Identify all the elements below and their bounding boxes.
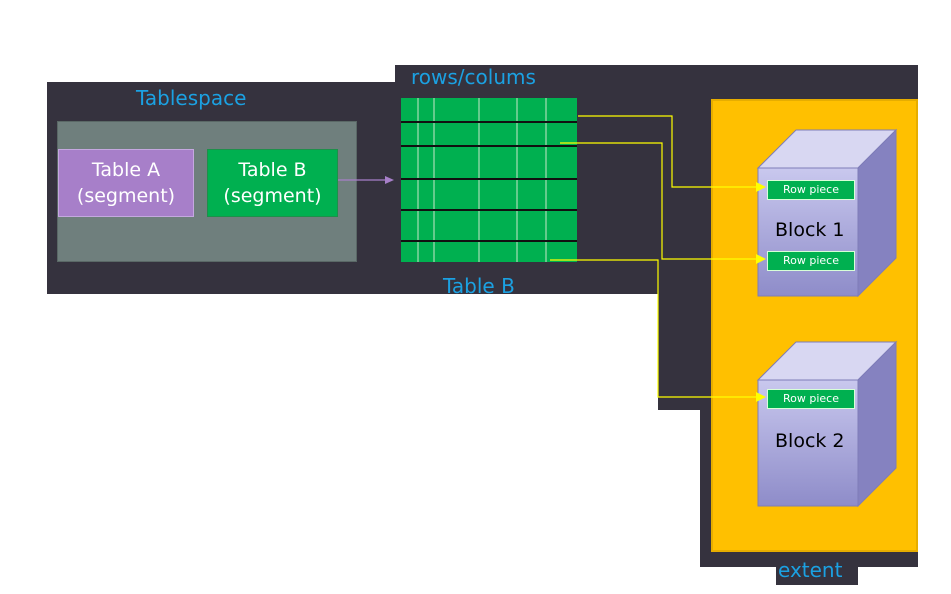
- segment-to-grid-arrowhead: [385, 176, 394, 184]
- table-b-segment: Table B (segment): [207, 149, 338, 217]
- connector-arrowhead-3: [756, 392, 766, 402]
- table-b-title: Table B: [238, 159, 307, 181]
- connector-row-3: [550, 259, 758, 398]
- block-2-cube: [756, 340, 898, 508]
- table-a-subtitle: (segment): [76, 185, 176, 207]
- rows-columns-label: rows/colums: [411, 65, 536, 89]
- block-1-label: Block 1: [775, 219, 845, 241]
- connector-row-2: [560, 142, 758, 260]
- grid-lines: [401, 98, 577, 262]
- table-b-caption: Table B: [443, 274, 515, 298]
- extent-label: extent: [778, 558, 843, 582]
- block-2-label: Block 2: [775, 430, 845, 452]
- block-1-row-piece-2: Row piece: [767, 251, 855, 271]
- block-1-row-piece-1: Row piece: [767, 180, 855, 200]
- connector-arrowhead-1: [756, 182, 766, 192]
- block-2-row-piece-1: Row piece: [767, 389, 855, 409]
- block-1-cube: [756, 128, 898, 298]
- connector-row-1: [578, 115, 758, 188]
- table-a-segment: Table A (segment): [58, 149, 194, 217]
- extent-label-background: [776, 557, 858, 585]
- table-b-subtitle: (segment): [223, 185, 322, 207]
- rows-columns-grid: [401, 98, 577, 262]
- connector-arrowhead-2: [756, 254, 766, 264]
- table-a-title: Table A: [91, 159, 161, 181]
- tablespace-label: Tablespace: [136, 86, 247, 110]
